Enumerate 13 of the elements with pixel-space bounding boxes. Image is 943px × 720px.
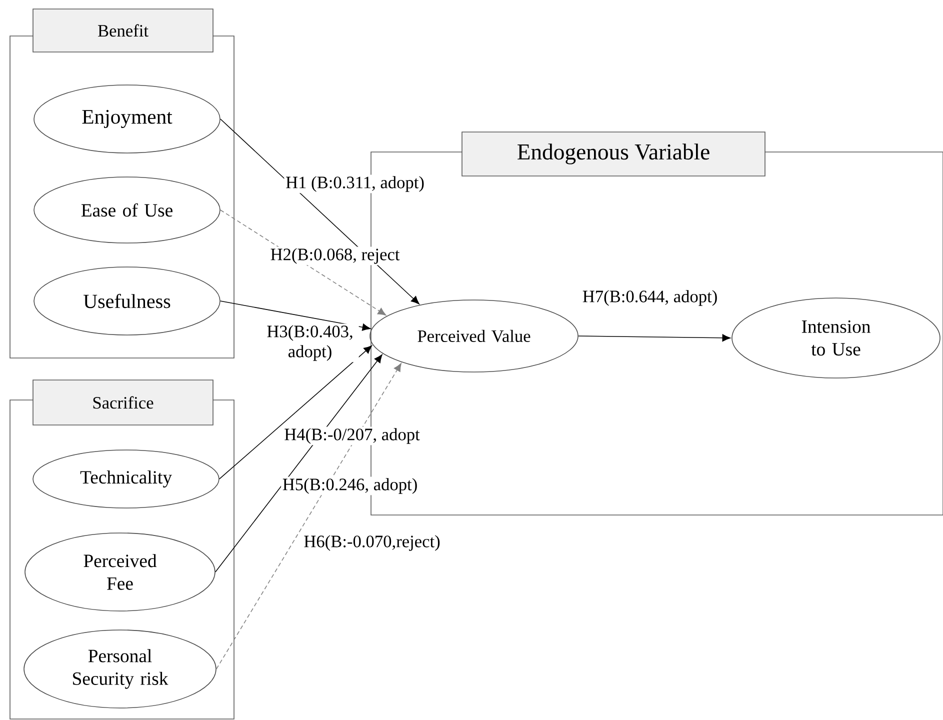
arrow xyxy=(219,345,372,480)
arrow xyxy=(216,363,402,670)
edge-label: H4(B:-0/207, adopt xyxy=(282,426,422,446)
edge-label: H6(B:-0.070,reject) xyxy=(302,534,442,552)
arrow xyxy=(578,334,731,342)
arrow xyxy=(215,354,382,572)
edge-label: H2(B:0.068, reject xyxy=(268,246,402,266)
edge-label: H3(B:0.403, adopt) xyxy=(261,324,359,362)
arrow xyxy=(220,300,371,331)
arrow xyxy=(220,210,386,316)
edge-label: H1 (B:0.311, adopt) xyxy=(284,174,426,194)
edge-label: H5(B:0.246, adopt) xyxy=(281,476,419,496)
edge-label: H7(B:0.644, adopt) xyxy=(581,288,719,308)
